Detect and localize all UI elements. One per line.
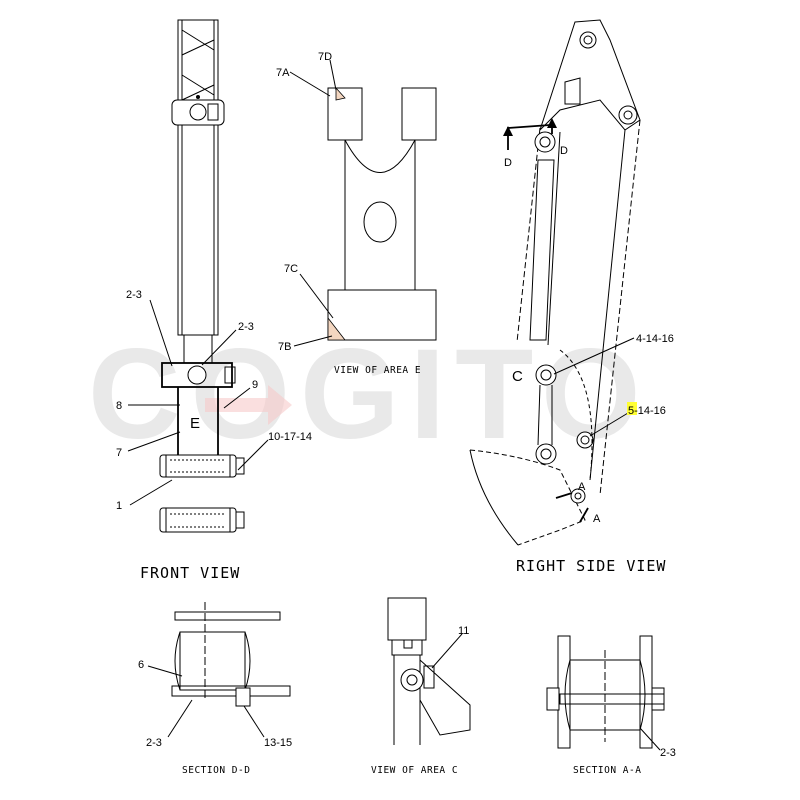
section-a-a xyxy=(546,635,665,751)
section-a-bottom-label: A xyxy=(593,513,601,525)
callout-1: 1 xyxy=(116,500,122,512)
callout-13-15: 13-15 xyxy=(264,737,292,749)
callout-11: 11 xyxy=(458,625,469,637)
callout-area-e: E xyxy=(190,415,200,432)
section-a-a-title: SECTION A-A xyxy=(573,765,641,776)
callout-2-3-dd: 2-3 xyxy=(146,737,162,749)
right-side-view xyxy=(469,19,641,546)
callout-7d: 7D xyxy=(318,51,332,63)
section-a-top-label: A xyxy=(578,481,586,493)
callout-7: 7 xyxy=(116,447,122,459)
callout-5-14-16: 5-14-16 xyxy=(628,405,666,417)
watermark-arrow-icon xyxy=(205,385,292,425)
callout-8: 8 xyxy=(116,400,122,412)
callout-2-3-a: 2-3 xyxy=(126,289,142,301)
callout-2-3-aa: 2-3 xyxy=(660,747,676,759)
right-side-view-title: RIGHT SIDE VIEW xyxy=(516,557,666,575)
section-d-d xyxy=(147,602,291,738)
view-area-e xyxy=(289,59,437,347)
callout-10-17-14: 10-17-14 xyxy=(268,431,312,443)
watermark: COGITO xyxy=(88,323,651,466)
front-view-title: FRONT VIEW xyxy=(140,564,240,582)
callout-area-c: C xyxy=(512,368,523,385)
view-area-c xyxy=(387,597,471,745)
front-view xyxy=(127,19,269,533)
callout-9: 9 xyxy=(252,379,258,391)
callout-6: 6 xyxy=(138,659,144,671)
callout-7a: 7A xyxy=(276,67,290,79)
callout-7b: 7B xyxy=(278,341,291,353)
callout-2-3-b: 2-3 xyxy=(238,321,254,333)
section-d-left-label: D xyxy=(504,157,512,169)
view-area-e-title: VIEW OF AREA E xyxy=(334,365,421,376)
callout-4-14-16: 4-14-16 xyxy=(636,333,674,345)
view-area-c-title: VIEW OF AREA C xyxy=(371,765,458,776)
section-d-d-title: SECTION D-D xyxy=(182,765,250,776)
callout-7c: 7C xyxy=(284,263,298,275)
highlight-marker xyxy=(627,402,637,415)
section-d-right-label: D xyxy=(560,145,568,157)
